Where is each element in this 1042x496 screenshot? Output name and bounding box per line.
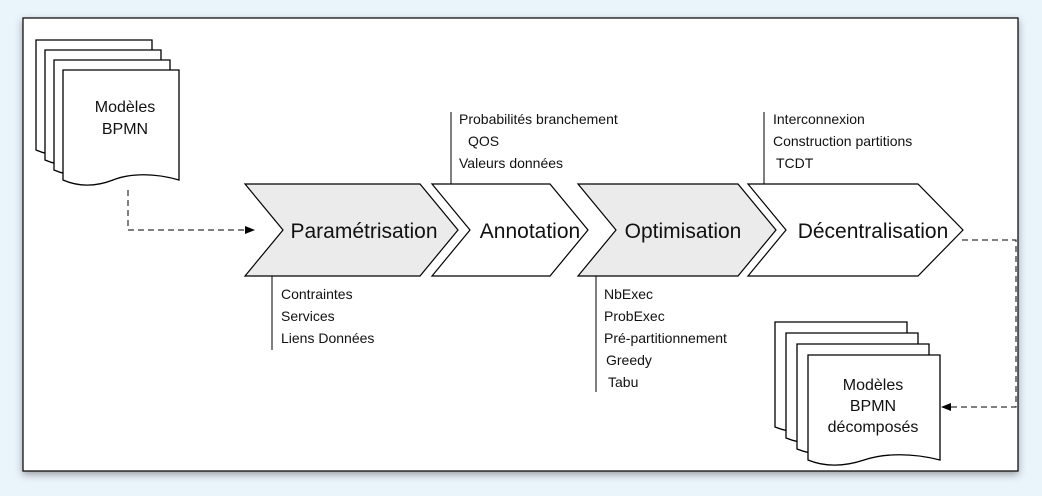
pipeline: Paramétrisation Annotation Optimisation … [243,183,964,277]
annotation-text: Valeurs données [459,155,563,171]
annotation-text: TCDT [776,155,814,171]
input-document-line-2: BPMN [102,121,148,138]
output-document-line-3: décomposés [828,419,919,436]
annotation-text: ProbExec [604,308,665,324]
stage-label-optimisation: Optimisation [625,220,742,243]
stage-chevron-annotation [430,183,589,277]
annotation-text: Construction partitions [773,133,912,149]
stage-chevron-parametrisation [243,183,459,277]
stage-chevron-decentralisation [746,183,964,277]
annotation-text: Liens Données [281,330,374,346]
document-sheet [807,354,941,466]
document-sheet [62,69,180,186]
annotation-text: NbExec [604,286,653,302]
annotation-text: Services [281,308,335,324]
annotation-text: Greedy [606,352,652,368]
input-document-stack: Modèles BPMN [35,39,180,186]
output-document-stack: Modèles BPMN décomposés [774,321,941,466]
output-document-line-2: BPMN [850,398,896,415]
annotation-text: Pré-partitionnement [604,330,727,346]
annotation-text: Probabilités branchement [459,111,618,127]
stage-label-annotation: Annotation [480,220,580,243]
annotation-text: Interconnexion [773,111,865,127]
stage-chevron-optimisation [576,183,777,277]
annotation-text: Tabu [608,374,638,390]
stage-label-decentralisation: Décentralisation [798,220,949,243]
annotation-text: QOS [468,133,499,149]
stage-label-parametrisation: Paramétrisation [290,220,437,243]
annotation-text: Contraintes [281,286,353,302]
input-document-line-1: Modèles [95,99,155,116]
output-document-line-1: Modèles [843,377,903,394]
input-connector-arrow [127,190,255,234]
